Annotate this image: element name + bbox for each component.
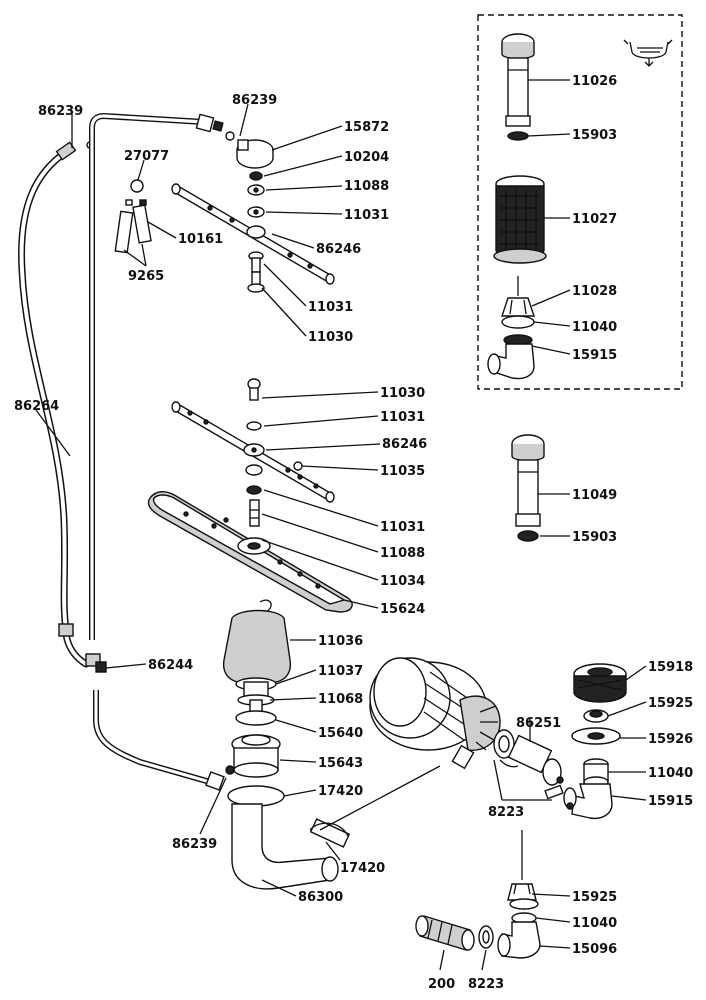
label-11034: 11034 [380, 574, 425, 589]
label-11040-box: 11040 [572, 320, 617, 335]
label-86239-top: 86239 [232, 93, 277, 108]
filter-tube-11049 [511, 434, 545, 542]
label-86239-bottom: 86239 [172, 837, 217, 852]
label-86300: 86300 [298, 890, 343, 905]
label-11049: 11049 [572, 488, 617, 503]
label-15903-upper: 15903 [572, 128, 617, 143]
label-8223-mid: 8223 [488, 805, 524, 820]
label-11037: 11037 [318, 664, 363, 679]
label-15915-right: 15915 [648, 794, 693, 809]
label-15903-lower: 15903 [572, 530, 617, 545]
label-11031-upper-a: 11031 [344, 208, 389, 223]
label-86246-mid: 86246 [382, 437, 427, 452]
label-8223-bottom: 8223 [468, 977, 504, 992]
label-11031-mid-a: 11031 [380, 410, 425, 425]
label-11026: 11026 [572, 74, 617, 89]
label-15640: 15640 [318, 726, 363, 741]
label-11035: 11035 [380, 464, 425, 479]
filter-base-11028 [487, 276, 535, 380]
leader-lines [35, 79, 647, 971]
pump-stack [222, 599, 351, 890]
label-15915-box: 15915 [572, 348, 617, 363]
filter-assembly-right [544, 663, 627, 820]
filter-tube-11026 [501, 33, 535, 141]
label-15643: 15643 [318, 756, 363, 771]
pump-motor [319, 657, 501, 831]
label-11088-mid: 11088 [380, 546, 425, 561]
part-labels: 86239 86239 15872 27077 10204 11088 1103… [14, 74, 693, 992]
label-9265: 9265 [128, 269, 164, 284]
label-11031-mid-b: 11031 [380, 520, 425, 535]
label-86246-upper: 86246 [316, 242, 361, 257]
label-11030-upper: 11030 [308, 330, 353, 345]
supply-tube-86264 [18, 141, 94, 668]
label-11088-upper: 11088 [344, 179, 389, 194]
label-15926: 15926 [648, 732, 693, 747]
label-200: 200 [428, 977, 455, 992]
label-86239-top-left: 86239 [38, 104, 83, 119]
upper-spray-arm-assembly [171, 139, 335, 293]
label-11028: 11028 [572, 284, 617, 299]
detergent-cup-icon [623, 39, 673, 67]
label-15925-upper: 15925 [648, 696, 693, 711]
drain-hose-86251 [493, 729, 562, 786]
lower-right-drain-parts [415, 830, 541, 959]
supply-tube-long [85, 112, 235, 791]
label-15872: 15872 [344, 120, 389, 135]
nozzle-fittings-9265 [114, 179, 152, 254]
label-15918: 15918 [648, 660, 693, 675]
label-11030-mid: 11030 [380, 386, 425, 401]
filter-screen-11027 [493, 175, 547, 264]
label-15925-lower: 15925 [572, 890, 617, 905]
filter-kit-box [477, 14, 683, 390]
label-86251: 86251 [516, 716, 561, 731]
label-15624: 15624 [380, 602, 425, 617]
label-11040-right: 11040 [648, 766, 693, 781]
label-11027: 11027 [572, 212, 617, 227]
lower-spray-arm-15624 [147, 491, 353, 613]
label-86264: 86264 [14, 399, 59, 414]
middle-spray-arm-assembly [171, 378, 335, 527]
label-11036: 11036 [318, 634, 363, 649]
label-10161: 10161 [178, 232, 223, 247]
label-86244: 86244 [148, 658, 193, 673]
label-11031-upper-b: 11031 [308, 300, 353, 315]
label-11068: 11068 [318, 692, 363, 707]
label-27077: 27077 [124, 149, 169, 164]
label-15096: 15096 [572, 942, 617, 957]
label-10204: 10204 [344, 150, 389, 165]
label-17420-lower: 17420 [340, 861, 385, 876]
label-17420-upper: 17420 [318, 784, 363, 799]
label-11040-lower: 11040 [572, 916, 617, 931]
